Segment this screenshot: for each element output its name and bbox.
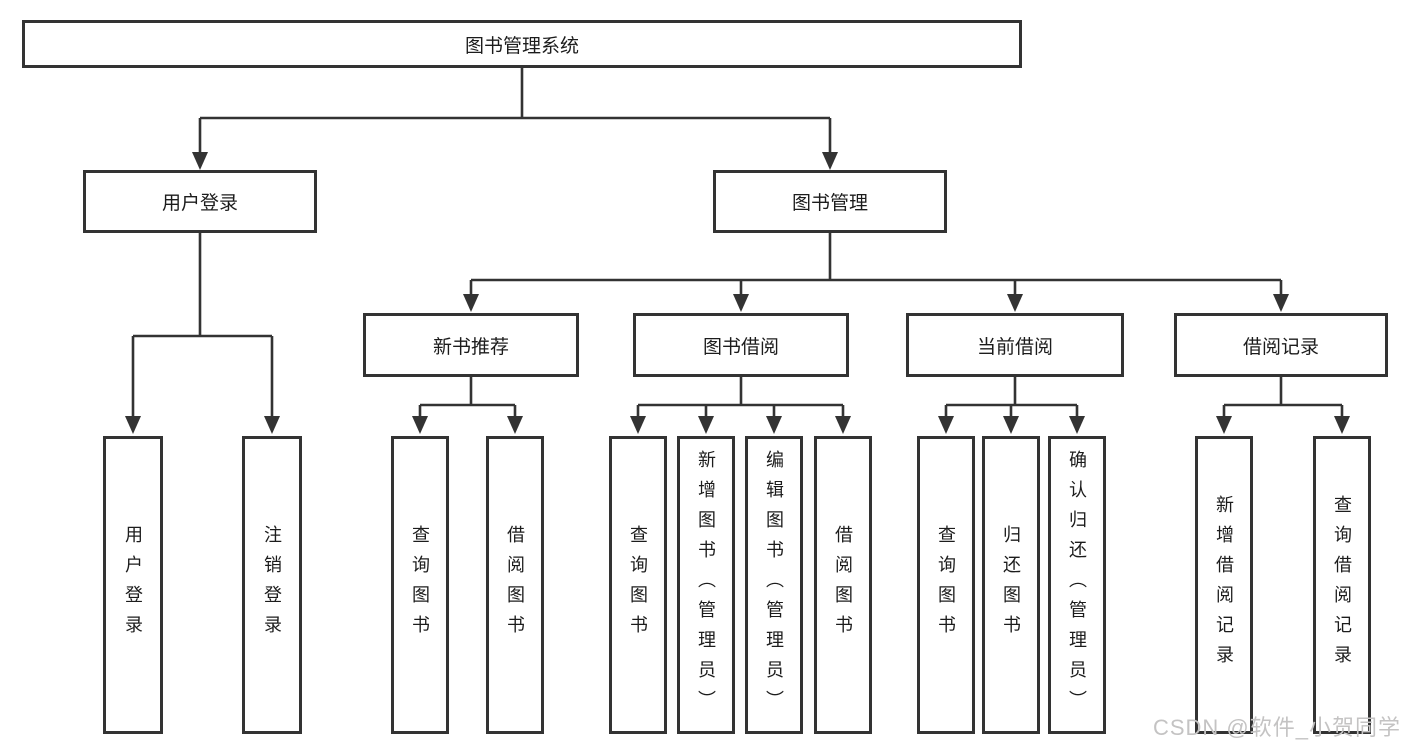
connector-current-borrow-to-leaves <box>944 377 1079 418</box>
arrow-down <box>1334 416 1350 434</box>
arrow-down <box>1216 416 1232 434</box>
connector-borrow-records-to-leaves <box>1222 377 1344 418</box>
arrow-down <box>822 152 838 170</box>
connector-new-book-to-leaves <box>418 377 517 418</box>
arrow-down <box>412 416 428 434</box>
node-root: 图书管理系统 <box>22 20 1022 68</box>
arrow-down <box>1007 294 1023 312</box>
arrow-down <box>1003 416 1019 434</box>
arrow-down <box>507 416 523 434</box>
arrow-down <box>733 294 749 312</box>
leaf-borrow-books: 借阅图书 <box>814 436 872 734</box>
watermark: CSDN @软件_小贺同学 <box>1152 715 1401 740</box>
arrow-down <box>1069 416 1085 434</box>
connector-book-management-to-level3 <box>469 233 1283 296</box>
arrow-down <box>125 416 141 434</box>
arrowheads <box>125 152 1350 434</box>
node-book-borrow: 图书借阅 <box>633 313 849 377</box>
arrow-down <box>630 416 646 434</box>
connector-root-to-level2 <box>198 68 832 154</box>
arrow-down <box>938 416 954 434</box>
leaf-return-books: 归还图书 <box>982 436 1040 734</box>
node-user-login: 用户登录 <box>83 170 317 233</box>
leaf-add-borrow-record: 新增借阅记录 <box>1195 436 1253 734</box>
node-book-management: 图书管理 <box>713 170 947 233</box>
leaf-query-borrow-record: 查询借阅记录 <box>1313 436 1371 734</box>
node-new-book-recommend: 新书推荐 <box>363 313 579 377</box>
leaf-add-books-admin: 新增图书（管理员） <box>677 436 735 734</box>
node-borrow-records: 借阅记录 <box>1174 313 1388 377</box>
arrow-down <box>1273 294 1289 312</box>
arrow-down <box>192 152 208 170</box>
leaf-confirm-return-admin: 确认归还（管理员） <box>1048 436 1106 734</box>
arrow-down <box>835 416 851 434</box>
arrow-down <box>766 416 782 434</box>
arrow-down <box>463 294 479 312</box>
leaf-query-books: 查询图书 <box>917 436 975 734</box>
connector-book-borrow-to-leaves <box>636 377 845 418</box>
leaf-edit-books-admin: 编辑图书（管理员） <box>745 436 803 734</box>
arrow-down <box>264 416 280 434</box>
leaf-logout: 注销登录 <box>242 436 302 734</box>
node-current-borrow: 当前借阅 <box>906 313 1124 377</box>
arrow-down <box>698 416 714 434</box>
leaf-query-books: 查询图书 <box>609 436 667 734</box>
leaf-borrow-books: 借阅图书 <box>486 436 544 734</box>
leaf-query-books: 查询图书 <box>391 436 449 734</box>
leaf-user-login: 用户登录 <box>103 436 163 734</box>
connector-user-login-to-leaves <box>131 233 274 418</box>
